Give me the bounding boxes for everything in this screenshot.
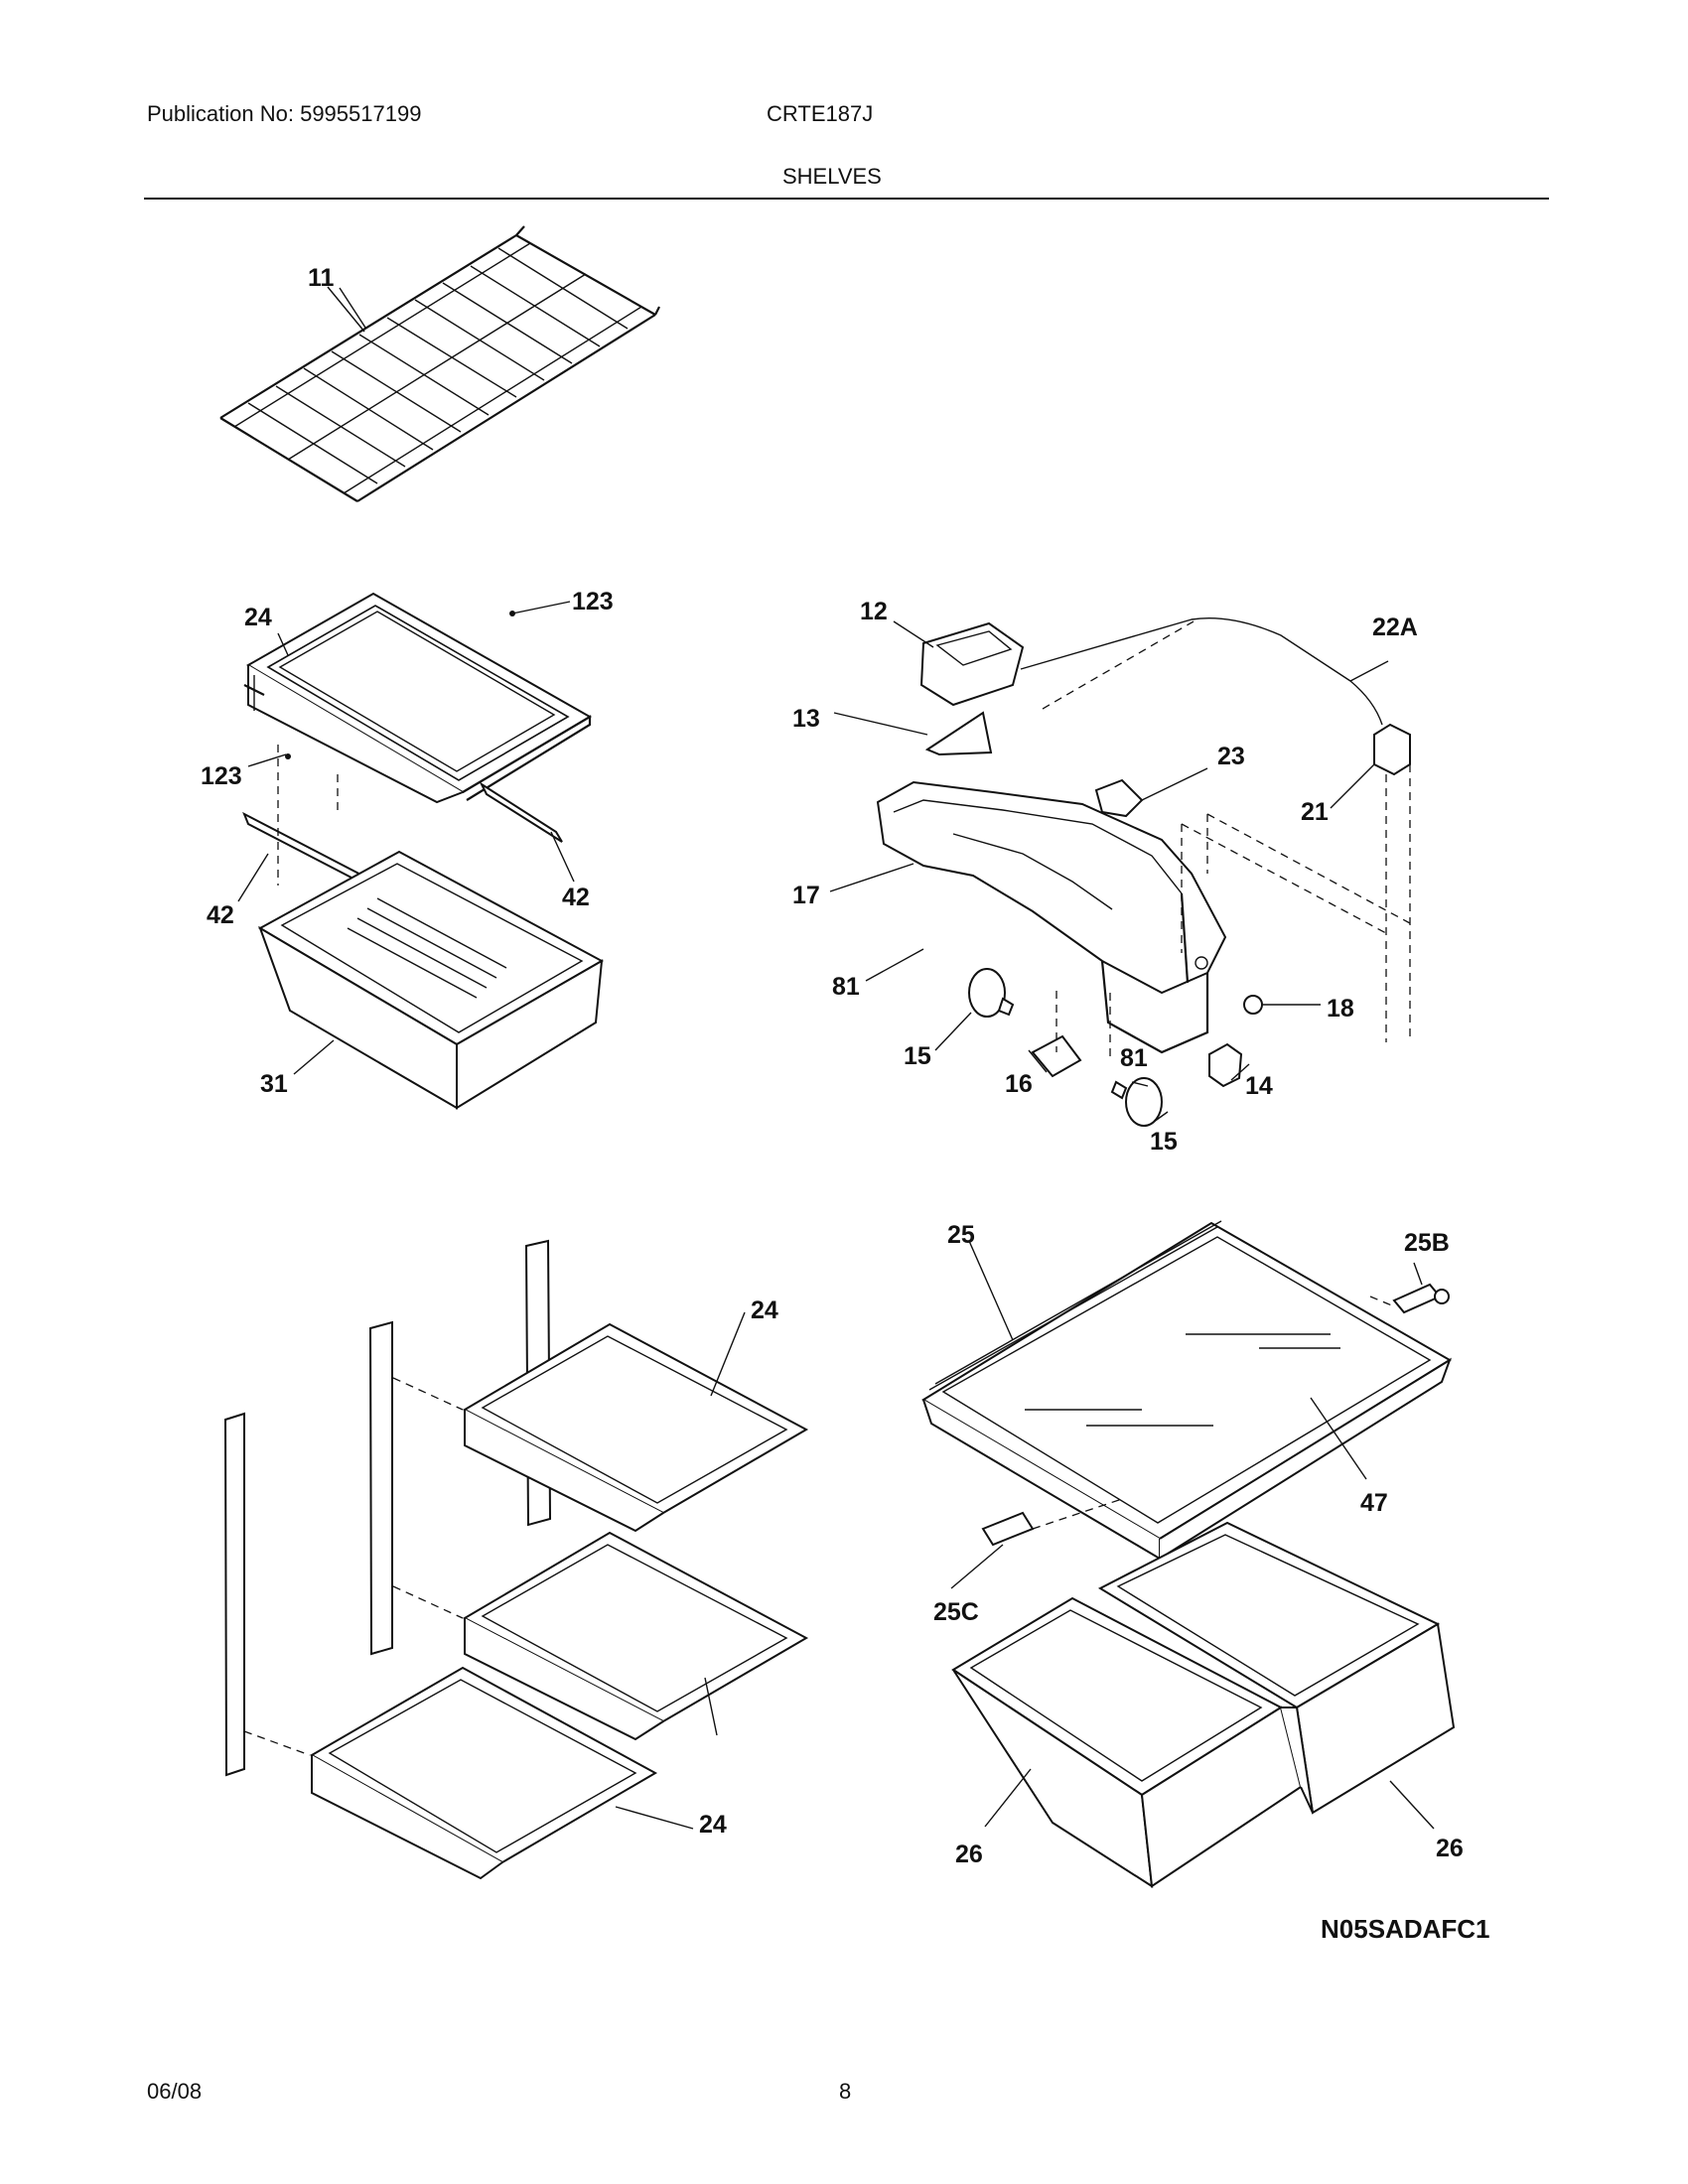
model-number: CRTE187J: [767, 101, 874, 126]
callout-15-left: 15: [904, 1042, 931, 1070]
wire-shelf: [219, 225, 660, 502]
callout-13: 13: [792, 705, 820, 733]
bulb-bottom: [1110, 1077, 1163, 1127]
callout-81-left: 81: [832, 973, 860, 1001]
header-rule: [144, 198, 1549, 200]
callout-21: 21: [1301, 798, 1329, 826]
support-25c: [981, 1511, 1035, 1547]
switch-14: [1208, 1042, 1243, 1088]
callout-22a: 22A: [1372, 614, 1418, 641]
page-number: 8: [839, 2079, 852, 2104]
callout-24-top: 24: [244, 604, 272, 631]
callout-81-right: 81: [1120, 1044, 1148, 1072]
callout-26-right: 26: [1436, 1835, 1464, 1862]
crisper-drawer-right: [1097, 1521, 1456, 1815]
section-title: SHELVES: [782, 164, 882, 189]
thermostat-control: [1094, 778, 1144, 818]
callout-14: 14: [1245, 1072, 1273, 1100]
cantilever-shelf-1: [462, 1322, 809, 1533]
callout-12: 12: [860, 598, 888, 625]
callout-25: 25: [947, 1221, 975, 1249]
crisper-drawer-left: [951, 1596, 1303, 1888]
callout-123-left: 123: [201, 762, 242, 790]
callout-24-lower: 24: [699, 1811, 727, 1839]
callout-31: 31: [260, 1070, 288, 1098]
callout-42-left: 42: [207, 901, 234, 929]
diagram-code: N05SADAFC1: [1321, 1914, 1490, 1944]
crisper-pan: [257, 850, 605, 1110]
publication-number: Publication No: 5995517199: [147, 101, 422, 126]
glass-shelf-top: [243, 592, 592, 804]
control-housing: [876, 780, 1227, 1054]
support-25b: [1392, 1283, 1450, 1314]
callout-18: 18: [1327, 995, 1354, 1023]
rail-right: [479, 781, 563, 843]
callout-16: 16: [1005, 1070, 1033, 1098]
callout-17: 17: [792, 882, 820, 909]
cantilever-shelf-2: [462, 1531, 809, 1741]
callout-25b: 25B: [1404, 1229, 1450, 1257]
light-lens: [924, 711, 993, 756]
bulb-left: [968, 968, 1015, 1018]
callout-47: 47: [1360, 1489, 1388, 1517]
crisper-cover: [921, 1220, 1452, 1561]
callout-23: 23: [1217, 743, 1245, 770]
switch-21: [1373, 723, 1411, 776]
callout-11: 11: [308, 264, 335, 292]
callout-26-left: 26: [955, 1841, 983, 1868]
lamp-socket: [1031, 1034, 1082, 1078]
callout-42-right: 42: [562, 884, 590, 911]
callout-25c: 25C: [933, 1598, 979, 1626]
light-shield: [919, 621, 1025, 707]
callout-24-upper: 24: [751, 1297, 778, 1324]
footer-date: 06/08: [147, 2079, 203, 2104]
bushing-18: [1243, 995, 1263, 1015]
callout-15-bottom: 15: [1150, 1128, 1178, 1156]
cantilever-shelf-3: [309, 1666, 658, 1880]
callout-123-top: 123: [572, 588, 614, 615]
